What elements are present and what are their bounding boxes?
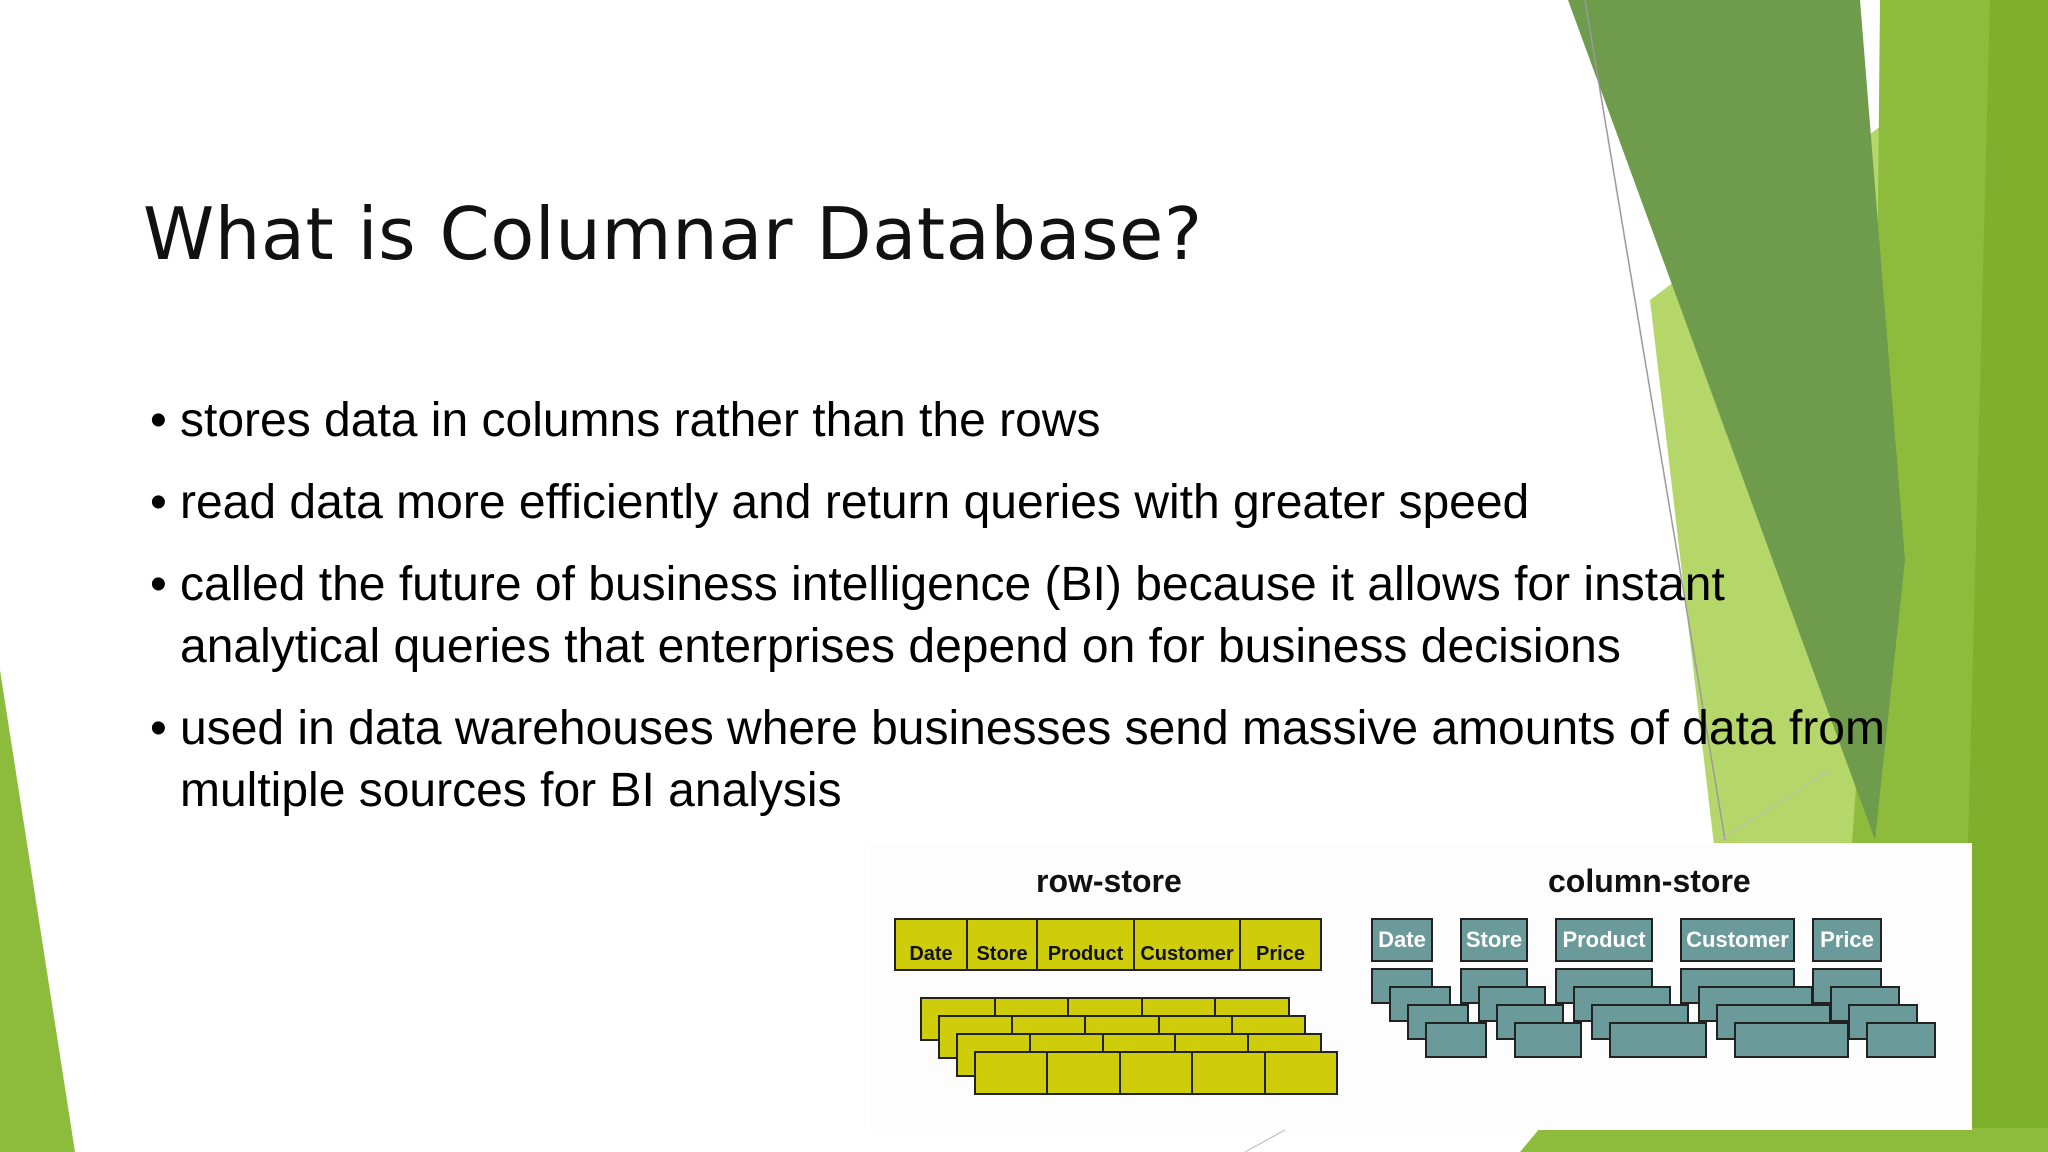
row-store-record-cell [976,1053,1049,1093]
row-store-header-cell: Customer [1135,920,1241,969]
row-store-header-cell: Date [896,920,968,969]
column-store-block [1514,1022,1582,1058]
slide-title: What is Columnar Database? [143,192,1203,276]
bottom-green-ribbon [1520,1128,2048,1152]
column-store-header: Store [1460,918,1528,962]
row-store-header-cell: Product [1038,920,1135,969]
column-store-header: Customer [1680,918,1795,962]
row-store-record-cell [1121,1053,1194,1093]
column-store-title: column-store [1548,863,1751,899]
column-store-header: Price [1812,918,1882,962]
column-store-block [1866,1022,1936,1058]
bottom-thin-line [1244,1129,1286,1152]
bullet-item: stores data in columns rather than the r… [150,390,1910,452]
row-store-title: row-store [1036,863,1182,899]
bullet-item: used in data warehouses where businesses… [150,698,1910,822]
row-store-header-cell: Price [1256,943,1305,965]
row-store-record [974,1051,1338,1095]
bullet-item: read data more efficiently and return qu… [150,472,1910,534]
column-store-block [1609,1022,1707,1058]
column-store-header: Date [1371,918,1433,962]
row-vs-column-store-diagram: row-store column-store Date Store Produc… [870,843,1972,1130]
row-store-header-cell: Store [968,920,1038,969]
row-store-header-row: Date Store Product Customer Price [894,918,1322,971]
row-store-record-cell [1266,1053,1336,1093]
left-green-sliver [0,670,75,1152]
right-bright-green-strip [1960,0,2048,1152]
row-store-record-cell [1193,1053,1266,1093]
bullet-list: stores data in columns rather than the r… [150,390,1910,842]
column-store-header: Product [1555,918,1653,962]
column-store-block [1425,1022,1487,1058]
row-store-record-cell [1048,1053,1121,1093]
column-store-block [1734,1022,1849,1058]
bullet-item: called the future of business intelligen… [150,554,1910,678]
